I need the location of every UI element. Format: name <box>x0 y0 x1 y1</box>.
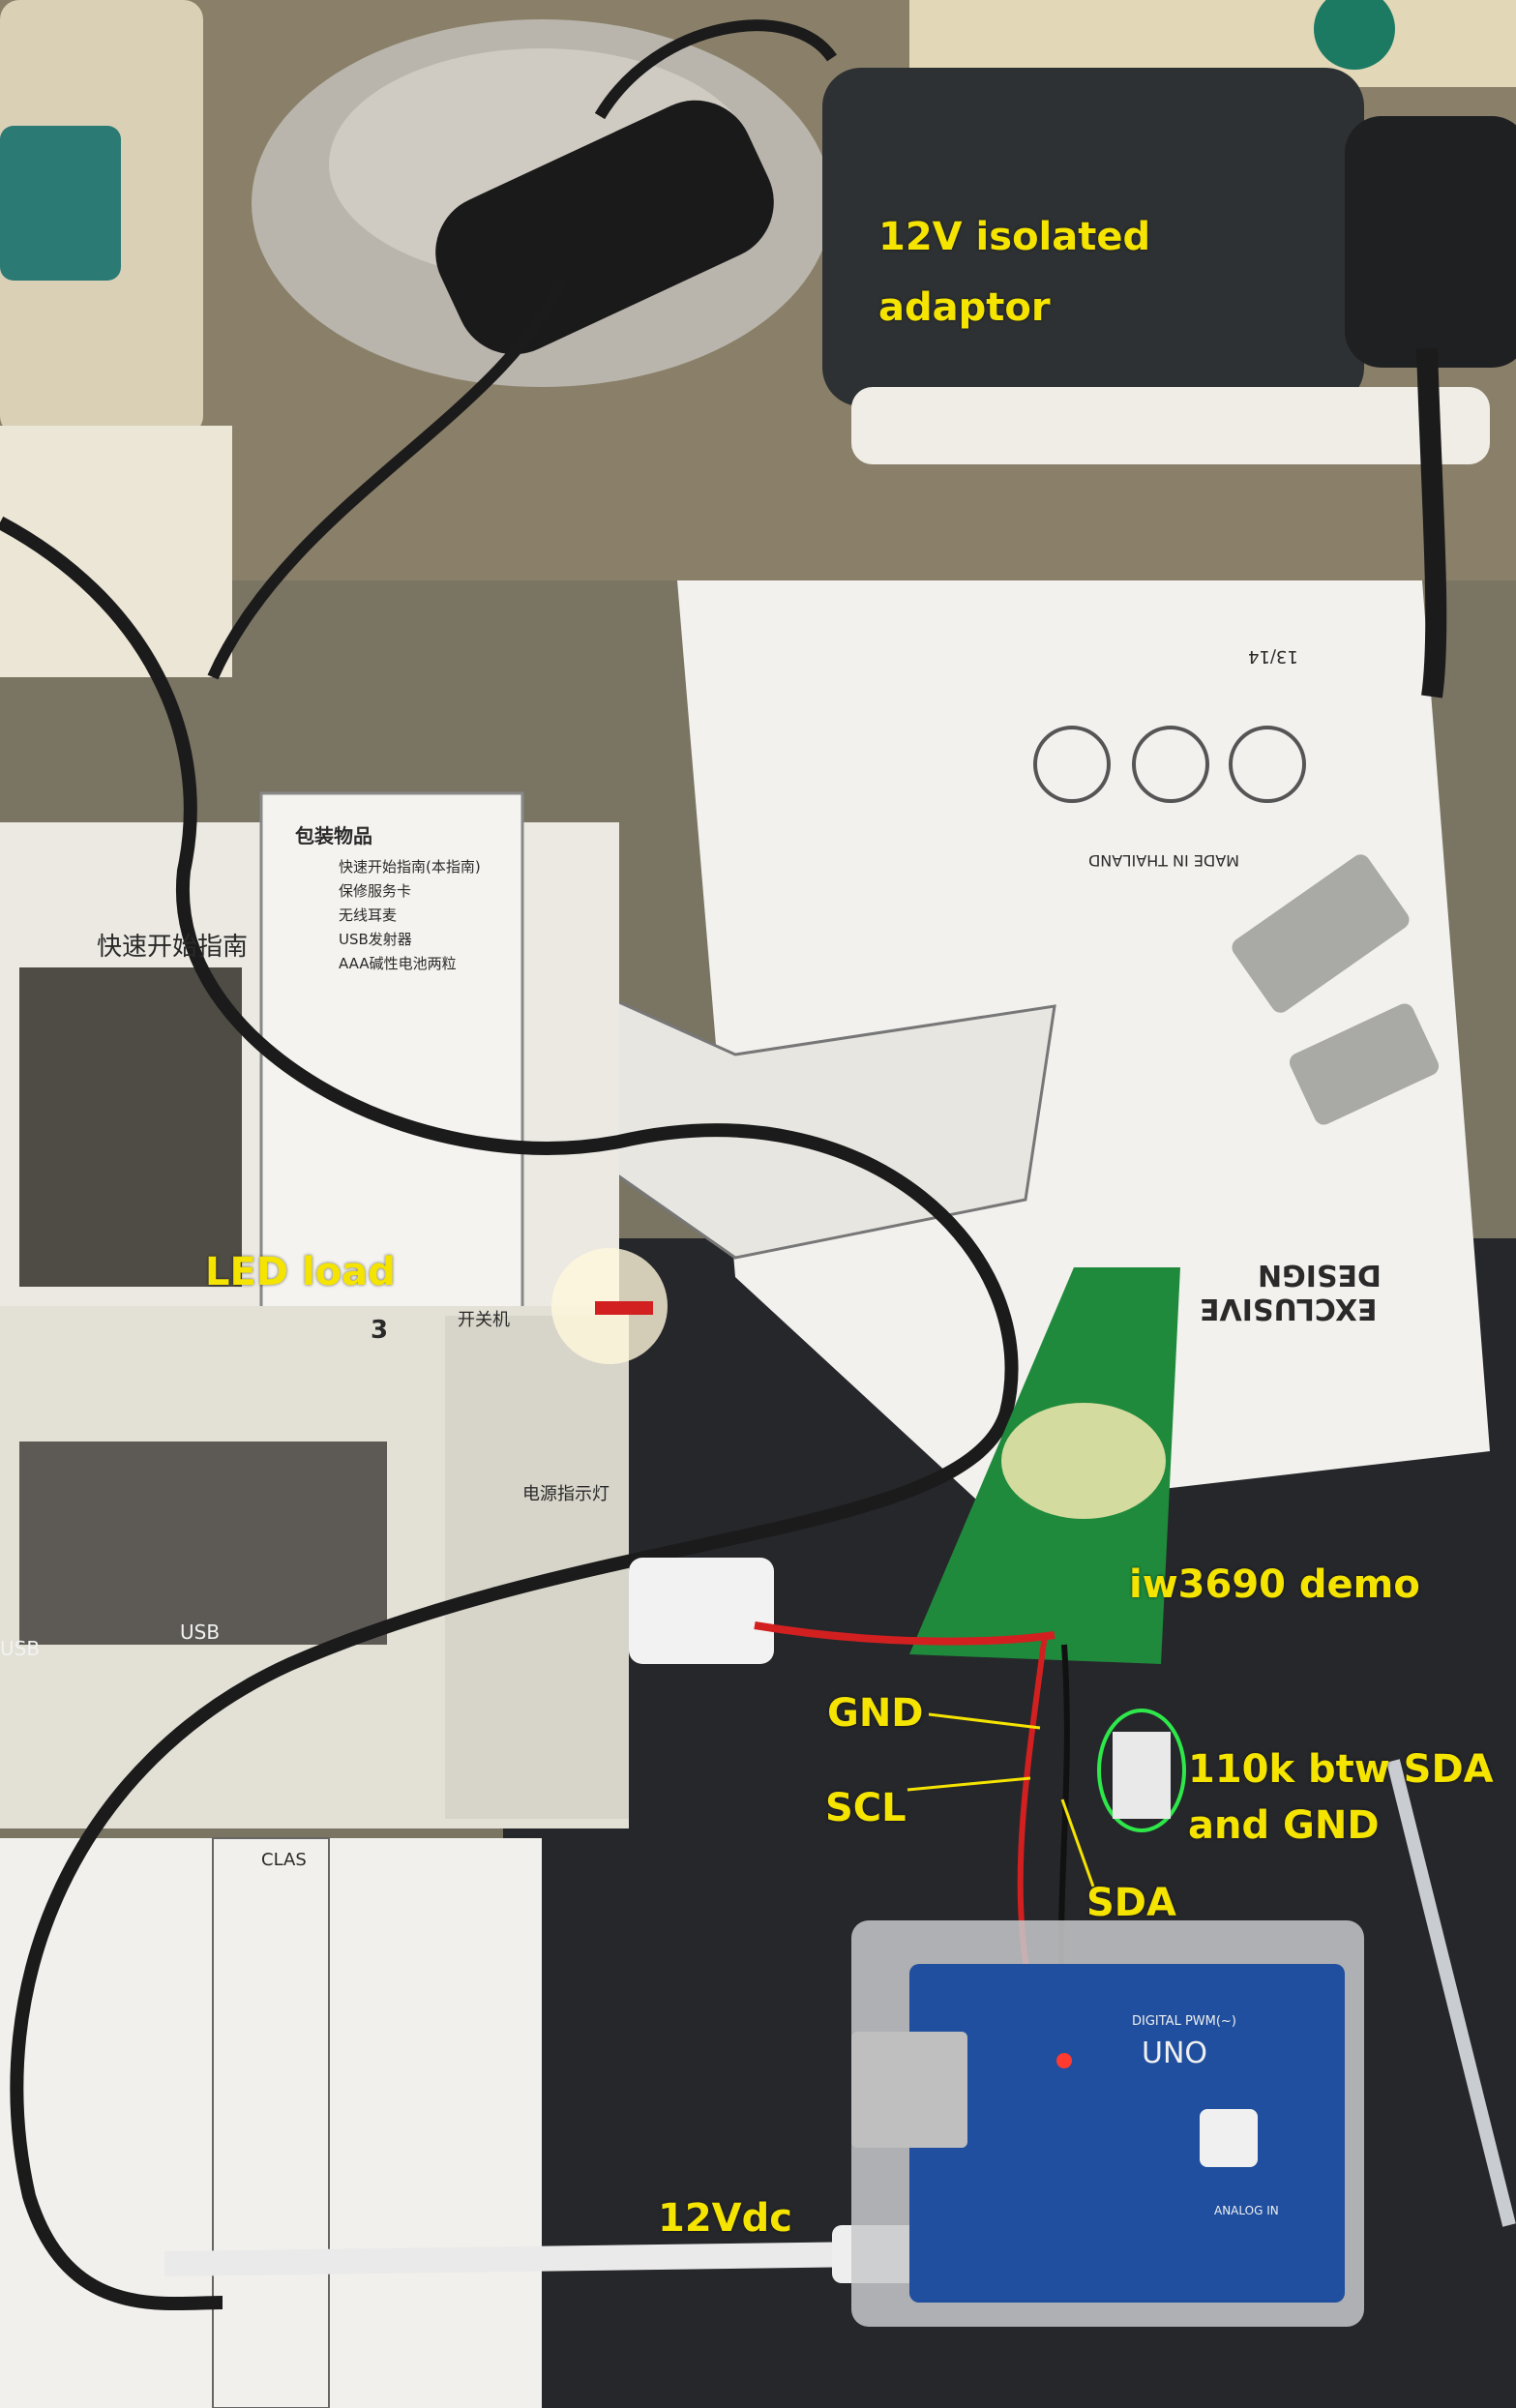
instruction-sheet <box>677 580 1490 1509</box>
screwdriver <box>1386 1759 1516 2227</box>
care-icon-1 <box>1229 726 1306 803</box>
led-load-label: LED load <box>205 1250 396 1294</box>
box-item-4: USB发射器 <box>339 931 412 948</box>
pcb-tape <box>1001 1403 1166 1519</box>
form-sheet <box>0 1838 542 2408</box>
black-cable-main <box>0 516 1019 2311</box>
form-column <box>212 1837 330 2408</box>
sda-pointer <box>1060 1799 1095 1888</box>
power-switch-heading: 开关机 <box>458 1310 510 1330</box>
arduino-uno-label: UNO <box>1142 2036 1208 2070</box>
box-item-3: 无线耳麦 <box>339 907 398 924</box>
led-red-wire <box>595 1301 653 1315</box>
gnd-label: GND <box>827 1691 924 1736</box>
12vdc-label: 12Vdc <box>658 2196 792 2241</box>
pin-header <box>1113 1732 1171 1819</box>
usb-label-right: USB <box>180 1620 221 1644</box>
design-text: DESIGN <box>1258 1258 1382 1292</box>
quick-start-title: 快速开始指南 <box>97 933 249 962</box>
iw3690-demo-label: iw3690 demo <box>1129 1562 1420 1607</box>
usb-photo <box>19 1442 387 1645</box>
care-icon-2 <box>1132 726 1209 803</box>
arduino-uno-board <box>909 1964 1345 2303</box>
potentiometer <box>1200 2109 1258 2167</box>
box-item-5: AAA碱性电池两粒 <box>339 955 457 972</box>
arduino-led <box>1056 2053 1072 2068</box>
adaptor-body <box>822 68 1364 406</box>
box-item-2: 保修服务卡 <box>339 882 412 900</box>
panel-number: 3 <box>371 1316 389 1345</box>
power-indicator-text: 电源指示灯 <box>522 1484 609 1504</box>
dc-cable <box>163 2242 872 2276</box>
black-cable-top <box>594 19 837 120</box>
wago-connector-1 <box>1232 854 1410 1013</box>
headphone-photo <box>19 967 242 1287</box>
box-item-1: 快速开始指南(本指南) <box>339 858 481 876</box>
resistor-label-line2: and GND <box>1188 1803 1380 1848</box>
usb-b-port <box>851 2032 967 2148</box>
label-paper-left <box>0 426 232 677</box>
wago-connector-white <box>629 1558 774 1664</box>
arduino-analog-label: ANALOG IN <box>1214 2204 1279 2217</box>
red-wire-load <box>754 1621 1055 1646</box>
care-icon-3 <box>1033 726 1111 803</box>
inline-switch <box>435 100 774 355</box>
socket-button <box>1314 0 1395 70</box>
box-contents-title: 包装物品 <box>295 824 372 847</box>
form-class-text: CLAS <box>261 1850 307 1870</box>
gnd-pointer <box>928 1712 1041 1730</box>
socket-base <box>851 387 1490 464</box>
adaptor-label-line1: 12V isolated <box>878 215 1151 259</box>
adaptor-label-line2: adaptor <box>878 285 1051 330</box>
mains-cable <box>1416 347 1447 699</box>
wago-connector-2 <box>1289 1003 1440 1125</box>
resistor-highlight-ring <box>1097 1709 1186 1832</box>
scl-label: SCL <box>825 1786 907 1830</box>
sda-label: SDA <box>1086 1881 1176 1925</box>
page-number: 13/14 <box>1248 646 1298 667</box>
black-cable-switch <box>207 278 567 680</box>
arduino-digital-label: DIGITAL PWM(~) <box>1132 2014 1236 2029</box>
exclusive-text: EXCLUSIVE <box>1200 1292 1378 1325</box>
scl-pointer <box>907 1776 1031 1792</box>
made-in-text: MADE IN THAILAND <box>1088 851 1240 870</box>
usb-label-left: USB <box>0 1637 41 1660</box>
adaptor-plug <box>1345 116 1516 368</box>
box-contents-panel <box>259 791 524 1318</box>
resistor-label-line1: 110k btw SDA <box>1188 1747 1494 1792</box>
power-strip-switch <box>0 126 121 281</box>
